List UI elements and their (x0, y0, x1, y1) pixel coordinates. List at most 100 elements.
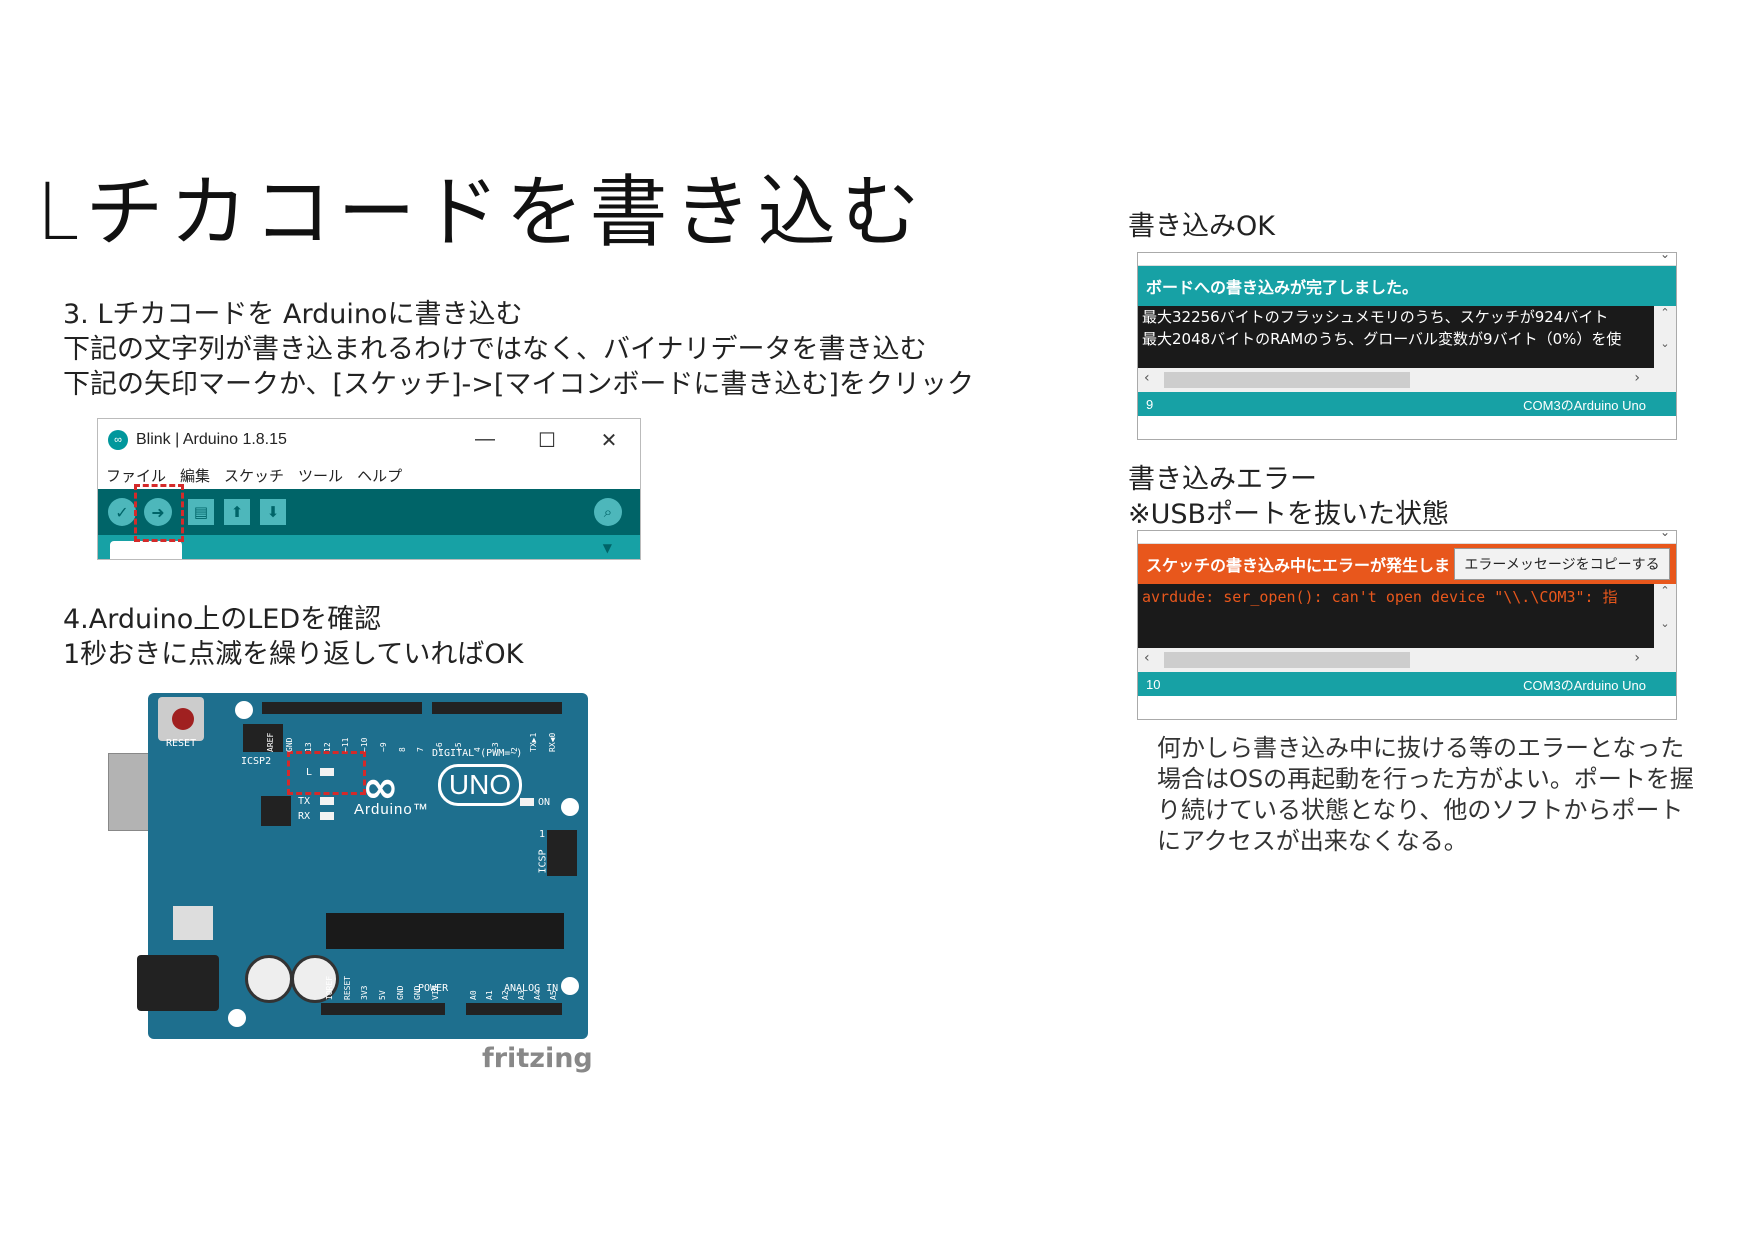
menu-edit[interactable]: 編集 (180, 467, 211, 485)
ide-window-title: Blink | Arduino 1.8.15 (136, 431, 287, 448)
scroll-down-icon[interactable]: ⌄ (1660, 337, 1670, 350)
verify-icon[interactable]: ✓ (108, 498, 136, 526)
upload-highlight-box (134, 484, 184, 542)
pin-label: 8 (397, 747, 407, 752)
ide-titlebar: ∞ Blink | Arduino 1.8.15 — ☐ ✕ (98, 419, 640, 461)
pin-label: IOREF (324, 975, 334, 1000)
port-status: COM3のArduino Uno (1523, 677, 1646, 693)
l-led-label: L (306, 767, 313, 778)
console-error-panel: ⌄ スケッチの書き込み中にエラーが発生しま エラーメッセージをコピーする avr… (1137, 530, 1677, 720)
power-jack (137, 955, 219, 1011)
pin-label: A0 (469, 990, 478, 1000)
pin-label: ~11 (341, 737, 351, 752)
note-line: 場合はOSの再起動を行った方がよい。ポートを握 (1157, 765, 1694, 793)
pin-label: RESET (342, 975, 352, 1000)
vertical-scrollbar[interactable]: ⌃ ⌄ (1654, 306, 1676, 368)
maximize-icon[interactable]: ☐ (538, 429, 556, 452)
rx-label: RX (298, 811, 311, 822)
pin-label: 12 (322, 742, 332, 752)
pin-label: 13 (303, 742, 313, 752)
upload-icon[interactable]: ➜ (144, 498, 172, 526)
line-number: 10 (1146, 676, 1161, 692)
tab-menu-icon[interactable]: ▼ (602, 541, 612, 555)
console-error-status: スケッチの書き込み中にエラーが発生しま エラーメッセージをコピーする (1138, 544, 1676, 584)
pin-label: A1 (485, 990, 494, 1000)
menu-help[interactable]: ヘルプ (357, 467, 403, 485)
scroll-thumb[interactable] (1164, 652, 1410, 668)
scroll-thumb[interactable] (1164, 372, 1410, 388)
console-error-status-text: スケッチの書き込み中にエラーが発生しま (1146, 556, 1451, 575)
l-led (320, 768, 334, 776)
scroll-right-icon[interactable]: › (1634, 370, 1640, 386)
mount-hole (561, 798, 579, 816)
pin-label: GND (395, 985, 405, 1000)
step3-heading: 3. Lチカコードを Arduinoに書き込む (63, 299, 523, 330)
tx-led (320, 797, 334, 805)
pin-label: ~9 (378, 742, 388, 752)
reset-label: RESET (166, 738, 197, 749)
l-led-highlight-box (287, 751, 366, 795)
pin-label: TX▶1 (528, 732, 538, 752)
new-icon[interactable]: ▤ (188, 499, 214, 525)
chevron-down-icon[interactable]: ⌄ (1659, 252, 1670, 261)
note-line: り続けている状態となり、他のソフトからポート (1157, 796, 1684, 824)
fritzing-credit: fritzing (482, 1043, 593, 1074)
power-header (321, 1003, 445, 1015)
scroll-right-icon[interactable]: › (1634, 650, 1640, 666)
arduino-wordmark: Arduino™ (354, 801, 429, 818)
console-ok-line: 最大2048バイトのRAMのうち、グローバル変数が9バイト（0%）を使 (1142, 330, 1622, 348)
digital-header-right (432, 702, 562, 714)
console-ok-status-text: ボードへの書き込みが完了しました。 (1146, 278, 1419, 297)
usb-chip (261, 796, 291, 826)
note-line: 何かしら書き込み中に抜ける等のエラーとなった (1157, 734, 1685, 762)
on-label: ON (538, 797, 551, 808)
console-ok-footer: 9 COM3のArduino Uno (1138, 392, 1676, 416)
on-led (520, 798, 534, 806)
scroll-up-icon[interactable]: ⌃ (1660, 306, 1670, 319)
ide-menubar: ファイル 編集 スケッチ ツール ヘルプ (98, 461, 640, 489)
sketch-tab[interactable] (110, 541, 182, 559)
pin-label: VIN (431, 985, 441, 1000)
pin-label: ~10 (360, 737, 370, 752)
ide-tabbar: ▼ (98, 535, 640, 559)
serial-monitor-icon[interactable]: ⌕ (594, 498, 622, 526)
horizontal-scrollbar[interactable]: ‹ › (1138, 648, 1676, 672)
close-icon[interactable]: ✕ (600, 429, 618, 452)
pin-label: ~3 (491, 742, 501, 752)
ide-toolbar: ✓ ➜ ▤ ⬆ ⬇ ⌕ (98, 489, 640, 535)
scroll-up-icon[interactable]: ⌃ (1660, 584, 1670, 597)
pin-label: 7 (416, 747, 426, 752)
reset-button-cap (172, 708, 194, 730)
icsp-label: ICSP (537, 849, 549, 874)
vertical-scrollbar[interactable]: ⌃ ⌄ (1654, 584, 1676, 648)
menu-tools[interactable]: ツール (298, 467, 344, 485)
scroll-left-icon[interactable]: ‹ (1144, 370, 1150, 386)
pin-label: A2 (501, 990, 510, 1000)
chevron-down-icon[interactable]: ⌄ (1659, 530, 1670, 539)
pin-label: A4 (533, 990, 542, 1000)
horizontal-scrollbar[interactable]: ‹ › (1138, 368, 1676, 392)
scroll-left-icon[interactable]: ‹ (1144, 650, 1150, 666)
ok-label: 書き込みOK (1128, 211, 1275, 242)
error-note: 何かしら書き込み中に抜ける等のエラーとなった 場合はOSの再起動を行った方がよい… (1157, 733, 1694, 857)
menu-file[interactable]: ファイル (106, 467, 167, 485)
copy-error-button[interactable]: エラーメッセージをコピーする (1454, 548, 1670, 580)
console-ok-line: 最大32256バイトのフラッシュメモリのうち、スケッチが924バイト (1142, 308, 1609, 326)
pin-label: 2 (510, 747, 520, 752)
capacitor (291, 955, 339, 1003)
arduino-infinity-logo: ∞ (362, 762, 399, 813)
pin-label: GND (285, 737, 295, 752)
uno-logo: UNO (438, 764, 522, 806)
menu-sketch[interactable]: スケッチ (224, 467, 285, 485)
icsp2-header (243, 724, 283, 752)
open-icon[interactable]: ⬆ (224, 499, 250, 525)
note-line: にアクセスが出来なくなる。 (1157, 827, 1468, 855)
save-icon[interactable]: ⬇ (260, 499, 286, 525)
analog-header (466, 1003, 562, 1015)
pin-label: 4 (472, 747, 482, 752)
minimize-icon[interactable]: — (475, 427, 495, 450)
scroll-down-icon[interactable]: ⌄ (1660, 617, 1670, 630)
step4-heading: 4.Arduino上のLEDを確認 (63, 604, 382, 635)
